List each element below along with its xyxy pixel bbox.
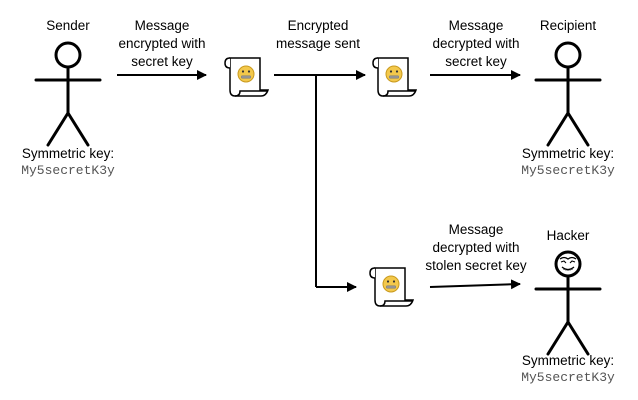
stolen-step-line-3: stolen secret key: [425, 258, 527, 273]
decrypt-step-line-1: Message: [449, 18, 504, 33]
sender-label: Sender: [46, 18, 90, 33]
sender-key-value: My5secretK3y: [21, 163, 115, 178]
received-message-scroll-icon: [372, 57, 417, 97]
sent-step-line-1: Encrypted: [288, 18, 349, 33]
stolen-step-line-1: Message: [449, 222, 504, 237]
recipient-figure-icon: [534, 41, 602, 147]
hacker-key-label: Symmetric key:: [522, 353, 614, 368]
hacker-group: Hacker Symmetric key: My5secretK3y: [521, 228, 615, 385]
stolen-step-line-2: decrypted with: [432, 240, 519, 255]
recipient-key-label: Symmetric key:: [522, 146, 614, 161]
encrypted-message-scroll-icon: [224, 57, 269, 97]
decrypt-step-line-3: secret key: [445, 54, 507, 69]
encrypt-step-line-2: encrypted with: [118, 36, 205, 51]
hacker-key-value: My5secretK3y: [521, 370, 615, 385]
hacker-figure-icon: [534, 250, 602, 356]
recipient-label: Recipient: [540, 18, 597, 33]
encrypt-step-line-3: secret key: [131, 54, 193, 69]
sender-key-label: Symmetric key:: [22, 146, 114, 161]
encrypt-step-line-1: Message: [135, 18, 190, 33]
intercepted-message-scroll-icon: [369, 267, 414, 307]
decrypt-step-line-2: decrypted with: [432, 36, 519, 51]
sent-step-line-2: message sent: [276, 36, 360, 51]
sender-figure-icon: [34, 41, 102, 147]
recipient-group: Recipient Symmetric key: My5secretK3y: [521, 18, 615, 178]
sender-group: Sender Symmetric key: My5secretK3y: [21, 18, 115, 178]
mask-icon: [559, 256, 577, 271]
recipient-key-value: My5secretK3y: [521, 163, 615, 178]
hacker-label: Hacker: [547, 228, 590, 243]
stolen-arrow: [429, 279, 521, 290]
